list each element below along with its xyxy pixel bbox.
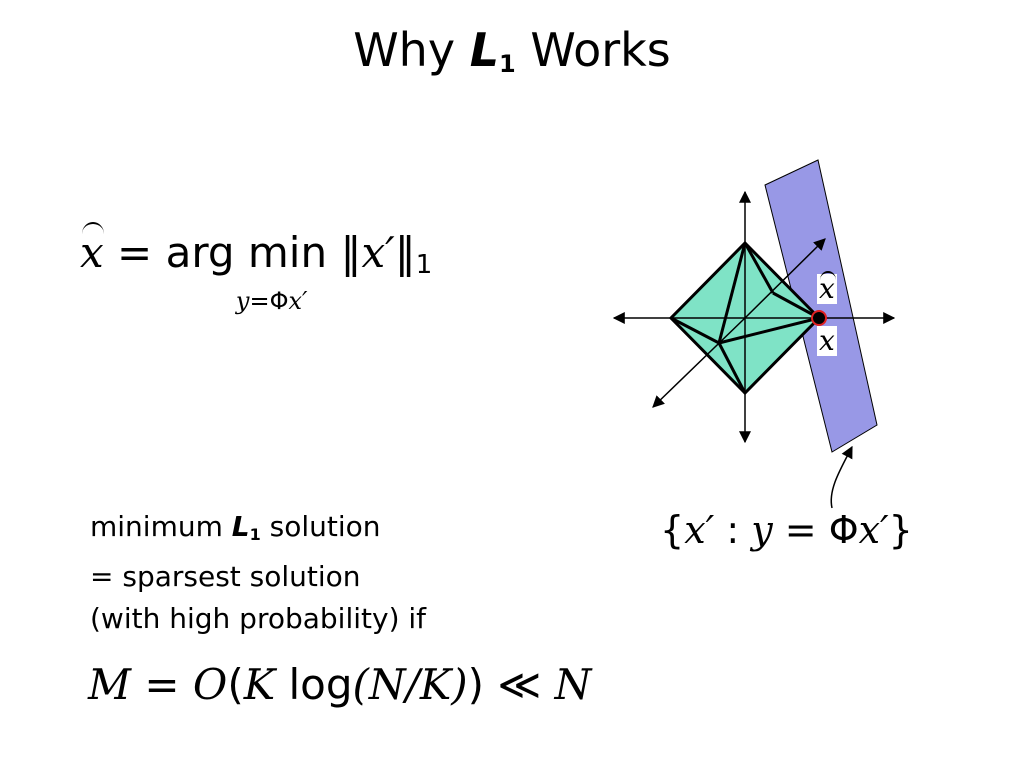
constraint-set-label: {x′ : y = Φx′} — [660, 508, 913, 552]
z-axis — [744, 238, 826, 319]
slide-title: Why L1 Works — [353, 23, 671, 78]
z-axis-neg — [652, 317, 746, 408]
constraint-plane — [764, 159, 878, 453]
label-x: x — [817, 324, 837, 357]
explanation-text: minimum L1 solution = sparsest solution … — [90, 506, 426, 640]
title-l1: L1 — [469, 23, 516, 78]
text-line-2: = sparsest solution — [90, 560, 361, 593]
solution-point — [811, 310, 827, 326]
set-pointer-arrow — [830, 445, 853, 509]
measurement-bound-equation: M = O(K log(N/K)) ≪ N — [88, 660, 592, 709]
l1-ball-edges — [670, 242, 820, 394]
text-line-3: (with high probability) if — [90, 602, 427, 635]
min-operator: min y=Φx′ — [236, 228, 327, 315]
min-subscript: y=Φx′ — [235, 287, 308, 315]
x-hat: x — [80, 222, 104, 277]
label-xhat: x — [817, 271, 837, 305]
argmin-equation: x = arg min y=Φx′ ‖x′‖1 — [80, 222, 432, 315]
text-line-1: minimum L1 solution — [90, 510, 381, 544]
